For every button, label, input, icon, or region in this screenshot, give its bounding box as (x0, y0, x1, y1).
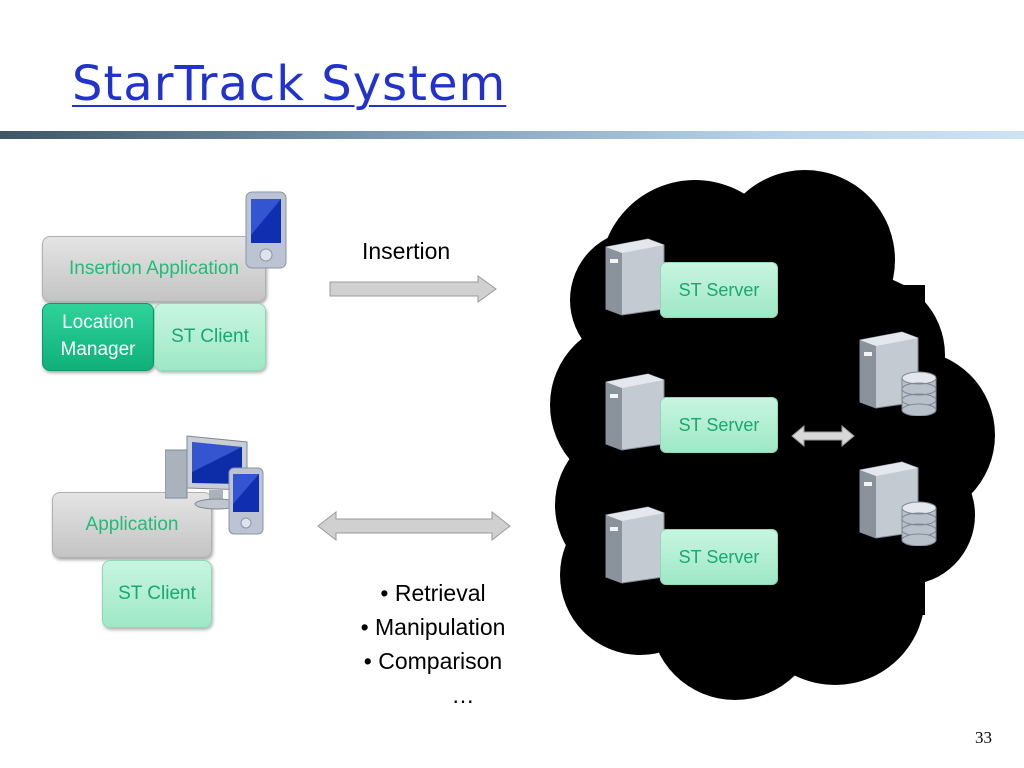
database-server-icon-1 (859, 331, 937, 416)
operation-ellipsis: … (451, 682, 475, 708)
server-tower-icon-2 (605, 373, 665, 451)
location-manager-box: Location Manager (42, 303, 154, 371)
retrieval-double-arrow (317, 510, 511, 542)
insertion-application-box: Insertion Application (42, 236, 266, 302)
st-server-box-2: ST Server (660, 397, 778, 453)
application-label: Application (85, 514, 179, 535)
st-server-label-3: ST Server (678, 546, 760, 567)
st-server-box-3: ST Server (660, 529, 778, 585)
pda-icon-2 (228, 467, 264, 535)
operations-list: • Retrieval • Manipulation • Comparison … (318, 576, 548, 712)
st-server-label-2: ST Server (678, 414, 760, 435)
st-client-box-2: ST Client (102, 560, 212, 628)
page-number: 33 (975, 728, 992, 747)
st-server-box-1: ST Server (660, 262, 778, 318)
insertion-label: Insertion (362, 238, 451, 264)
st-server-label-1: ST Server (678, 279, 760, 300)
insertion-arrow (329, 275, 497, 303)
st-client-box: ST Client (154, 303, 266, 371)
server-database-double-arrow (791, 424, 855, 448)
operation-item-comparison: • Comparison (363, 648, 503, 674)
location-manager-label-line2: Manager (60, 339, 136, 360)
insertion-application-label: Insertion Application (68, 258, 240, 279)
operation-item-manipulation: • Manipulation (360, 614, 506, 640)
database-server-icon-2 (859, 461, 937, 546)
title-divider (0, 131, 1024, 139)
server-tower-icon-1 (605, 238, 665, 316)
server-tower-icon-3 (605, 506, 665, 584)
pda-icon (245, 191, 287, 269)
st-client-label-2: ST Client (118, 583, 196, 604)
location-manager-label-line1: Location (62, 312, 134, 334)
application-box: Application (52, 492, 212, 558)
operation-item-retrieval: • Retrieval (380, 580, 486, 606)
st-client-label: ST Client (171, 326, 249, 347)
slide-title: StarTrack System (72, 56, 507, 112)
